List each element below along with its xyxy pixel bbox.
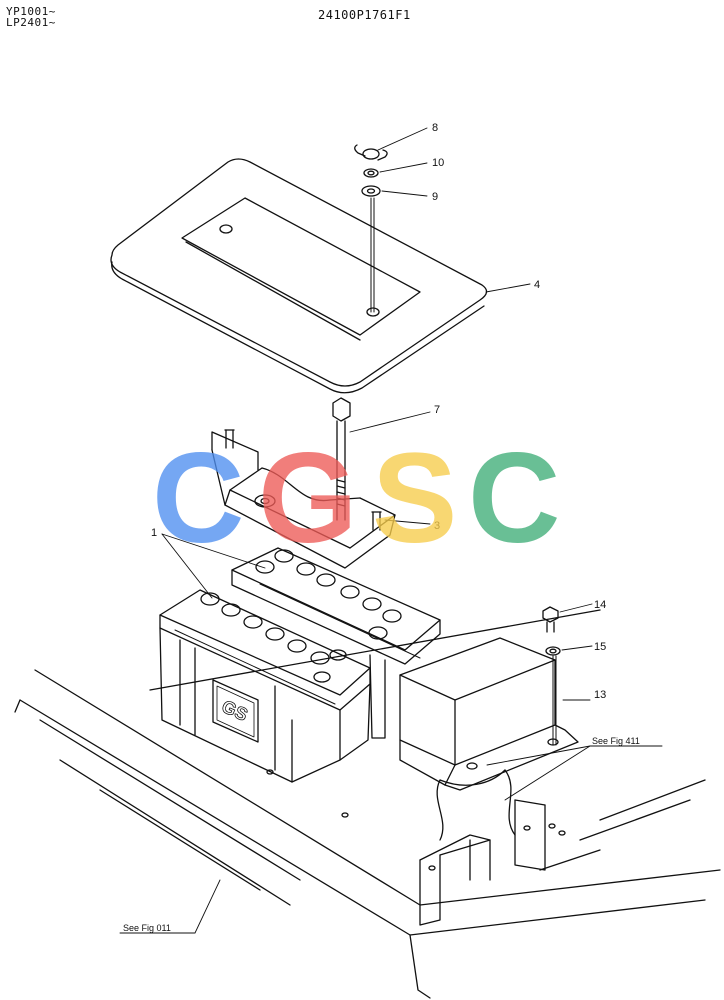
watermark-logo: C G S C [152, 427, 560, 570]
reference-fig-011: See Fig 011 [123, 923, 171, 933]
callout-7: 7 [434, 404, 440, 416]
callout-14: 14 [594, 599, 606, 611]
callout-4: 4 [534, 279, 540, 291]
callout-13: 13 [594, 689, 606, 701]
drawing-number: 24100P1761F1 [318, 8, 411, 22]
machine-frame [14, 609, 721, 999]
support-bracket [419, 769, 546, 926]
callout-8: 8 [432, 122, 438, 134]
wing-nut-hardware [354, 144, 388, 313]
callout-15: 15 [594, 641, 606, 653]
reference-fig-411: See Fig 411 [592, 736, 640, 746]
rear-battery [231, 547, 441, 739]
model-code-line-2: LP2401~ [6, 16, 56, 29]
battery-cover-plate [110, 158, 488, 394]
callout-1: 1 [151, 527, 157, 539]
watermark-letter-c1: C [152, 427, 244, 570]
bolt-and-washer [542, 606, 561, 746]
front-battery: GS [159, 589, 371, 783]
model-code-line-1: YP1001~ [6, 5, 56, 18]
callout-3: 3 [434, 520, 440, 532]
watermark-letter-s: S [372, 427, 457, 570]
battery-box-cover [399, 637, 579, 791]
long-bolt [332, 397, 351, 521]
watermark-letter-g: G [258, 427, 358, 570]
watermark-letter-c2: C [468, 427, 560, 570]
callout-9: 9 [432, 191, 438, 203]
hold-down-bracket [211, 429, 396, 569]
battery-brand-label: GS [219, 696, 251, 725]
callout-labels: 8 10 9 4 7 3 1 14 15 13 See Fig 411 See … [123, 122, 640, 933]
callout-10: 10 [432, 157, 444, 169]
leader-lines [119, 127, 663, 934]
